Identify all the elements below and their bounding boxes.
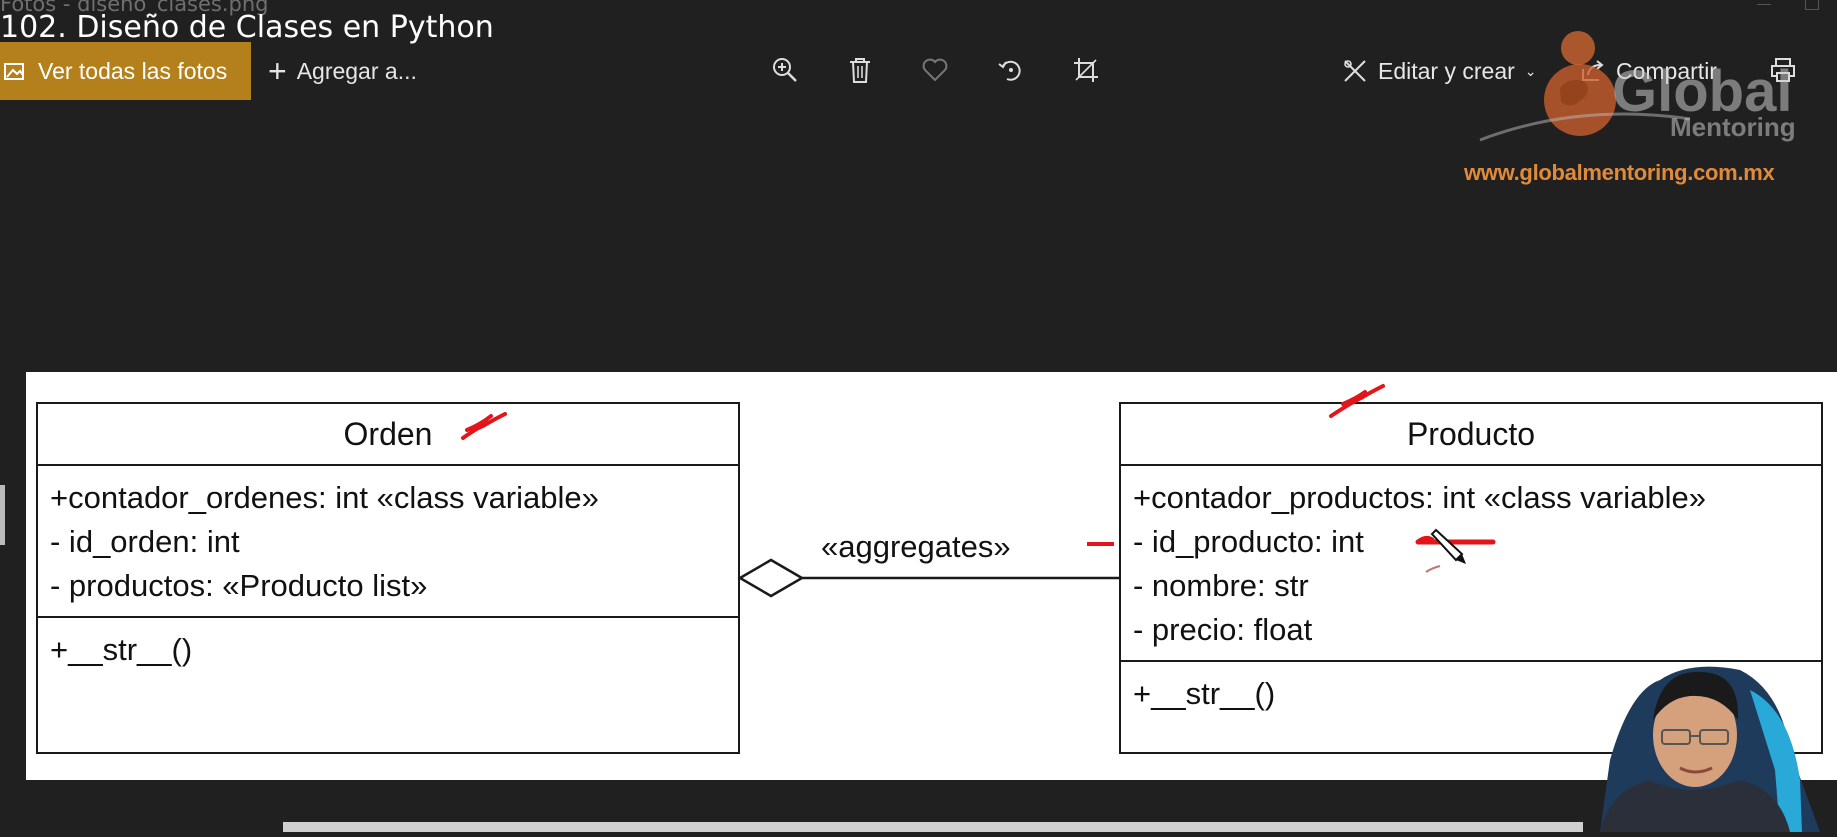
add-to-button[interactable]: + Agregar a...: [268, 42, 417, 100]
attribute: - nombre: str: [1133, 568, 1309, 603]
relationship-label: «aggregates»: [821, 529, 1011, 564]
class-attributes: +contador_productos: int «class variable…: [1121, 466, 1821, 662]
uml-class-orden: Orden +contador_ordenes: int «class vari…: [36, 402, 740, 754]
rotate-icon[interactable]: [993, 52, 1029, 88]
edit-create-icon: [1344, 60, 1366, 82]
horizontal-scrollbar[interactable]: [283, 822, 1583, 832]
chevron-down-icon: ⌄: [1524, 62, 1537, 79]
print-icon[interactable]: [1765, 52, 1801, 88]
image-icon: [4, 63, 24, 80]
brand-subtitle: Mentoring: [1670, 112, 1796, 142]
delete-icon[interactable]: [842, 52, 878, 88]
brand-name: Global: [1612, 59, 1793, 124]
edit-create-label: Editar y crear: [1378, 57, 1515, 84]
attribute: +contador_productos: int «class variable…: [1133, 480, 1706, 515]
attribute: +contador_ordenes: int «class variable»: [50, 480, 599, 515]
brand-url: www.globalmentoring.com.mx: [1464, 160, 1775, 185]
class-methods: +__str__(): [1121, 662, 1821, 716]
uml-diagram-image: Orden +contador_ordenes: int «class vari…: [26, 372, 1837, 780]
presenter-image: [1600, 666, 1820, 832]
attribute: - productos: «Producto list»: [50, 568, 428, 603]
favorite-icon[interactable]: [917, 52, 953, 88]
view-all-photos-button[interactable]: Ver todas las fotos: [0, 42, 251, 100]
view-all-photos-label: Ver todas las fotos: [38, 57, 228, 84]
method: +__str__(): [50, 632, 193, 667]
pen-cursor-icon: [1430, 528, 1466, 564]
edit-create-button[interactable]: Editar y crear ⌄: [1342, 42, 1537, 100]
crop-icon[interactable]: [1068, 52, 1104, 88]
zoom-in-icon[interactable]: [767, 52, 803, 88]
class-methods: +__str__(): [38, 618, 738, 672]
share-label: Compartir: [1616, 57, 1717, 84]
globe-logo-icon: [1479, 31, 1690, 142]
attribute: - precio: float: [1133, 612, 1313, 647]
window-controls: [1677, 0, 1837, 14]
presenter-webcam: [1540, 650, 1837, 832]
plus-icon: +: [268, 53, 287, 89]
window-title: Fotos - diseño_clases.png: [0, 0, 269, 16]
photos-toolbar: Ver todas las fotos + Agregar a... Edita…: [0, 42, 1837, 100]
attribute: - id_orden: int: [50, 524, 240, 559]
side-panel-handle[interactable]: [0, 485, 5, 545]
minimize-icon[interactable]: [1757, 4, 1771, 5]
global-mentoring-watermark: Global Mentoring www.globalmentoring.com…: [1450, 28, 1800, 193]
method: +__str__(): [1133, 676, 1276, 711]
aggregation-diamond: [737, 558, 805, 598]
class-name: Producto: [1121, 404, 1821, 466]
attribute: - id_producto: int: [1133, 524, 1364, 559]
add-to-label: Agregar a...: [296, 57, 417, 84]
class-attributes: +contador_ordenes: int «class variable» …: [38, 466, 738, 618]
video-title: 102. Diseño de Clases en Python: [0, 10, 494, 45]
class-name: Orden: [38, 404, 738, 466]
maximize-icon[interactable]: [1805, 0, 1819, 10]
